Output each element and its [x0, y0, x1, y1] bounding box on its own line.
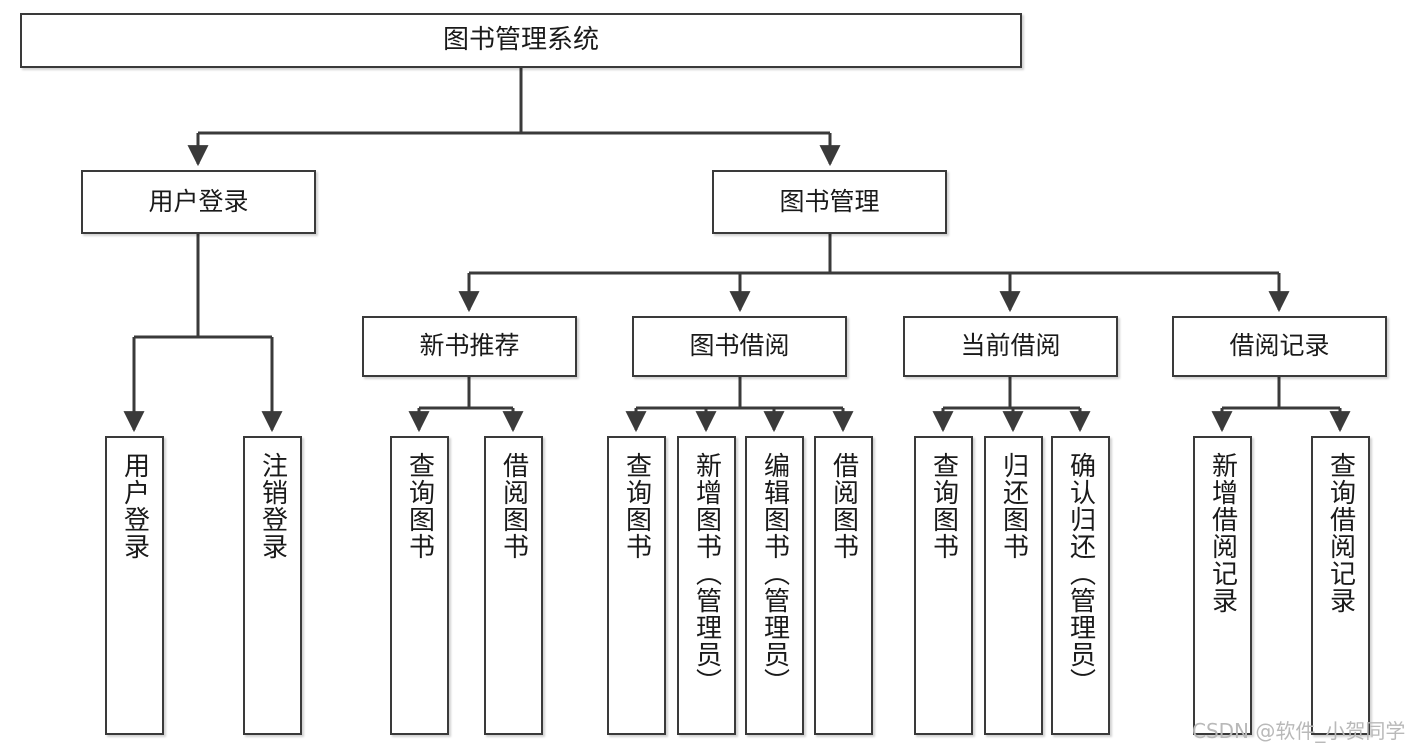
node-root-label: 图书管理系统	[442, 24, 599, 55]
node-leaf-label: 查询图书	[621, 452, 652, 560]
node-new-book-recommend-label: 新书推荐	[419, 331, 520, 361]
node-leaf-borrow-record-1[interactable]: 新增借阅记录	[1193, 436, 1252, 735]
node-leaf-current-borrow-3[interactable]: 确认归还（管理员）	[1051, 436, 1110, 735]
node-leaf-label: 借阅图书	[498, 452, 529, 560]
node-book-borrow-label: 图书借阅	[689, 331, 790, 361]
watermark: CSDN @软件_小贺同学	[1192, 719, 1405, 743]
node-leaf-borrow-record-2[interactable]: 查询借阅记录	[1311, 436, 1370, 735]
node-leaf-label: 查询图书	[928, 452, 959, 560]
node-leaf-label: 借阅图书	[828, 452, 859, 560]
node-new-book-recommend[interactable]: 新书推荐	[362, 316, 577, 377]
node-user-login[interactable]: 用户登录	[81, 170, 316, 234]
node-leaf-label: 用户登录	[119, 452, 150, 560]
node-book-borrow[interactable]: 图书借阅	[632, 316, 847, 377]
node-user-login-label: 用户登录	[148, 186, 249, 216]
node-borrow-record-label: 借阅记录	[1229, 331, 1330, 361]
node-leaf-current-borrow-2[interactable]: 归还图书	[984, 436, 1043, 735]
node-leaf-label: 新增图书（管理员）	[691, 452, 722, 695]
node-book-manage-label: 图书管理	[779, 186, 880, 216]
node-leaf-user-login-1[interactable]: 用户登录	[105, 436, 164, 735]
node-leaf-label: 查询借阅记录	[1325, 452, 1356, 614]
node-leaf-book-borrow-3[interactable]: 编辑图书（管理员）	[745, 436, 804, 735]
node-book-manage[interactable]: 图书管理	[712, 170, 947, 234]
node-leaf-label: 编辑图书（管理员）	[759, 452, 790, 695]
node-current-borrow[interactable]: 当前借阅	[903, 316, 1118, 377]
node-leaf-label: 确认归还（管理员）	[1065, 452, 1096, 695]
node-leaf-new-book-1[interactable]: 查询图书	[390, 436, 449, 735]
node-root[interactable]: 图书管理系统	[20, 13, 1022, 68]
node-leaf-new-book-2[interactable]: 借阅图书	[484, 436, 543, 735]
node-leaf-book-borrow-1[interactable]: 查询图书	[607, 436, 666, 735]
node-leaf-current-borrow-1[interactable]: 查询图书	[914, 436, 973, 735]
node-leaf-label: 查询图书	[404, 452, 435, 560]
node-leaf-label: 新增借阅记录	[1207, 452, 1238, 614]
node-leaf-label: 归还图书	[998, 452, 1029, 560]
node-current-borrow-label: 当前借阅	[960, 331, 1061, 361]
node-leaf-label: 注销登录	[257, 452, 288, 560]
node-leaf-book-borrow-2[interactable]: 新增图书（管理员）	[677, 436, 736, 735]
node-leaf-user-login-2[interactable]: 注销登录	[243, 436, 302, 735]
node-leaf-book-borrow-4[interactable]: 借阅图书	[814, 436, 873, 735]
node-borrow-record[interactable]: 借阅记录	[1172, 316, 1387, 377]
